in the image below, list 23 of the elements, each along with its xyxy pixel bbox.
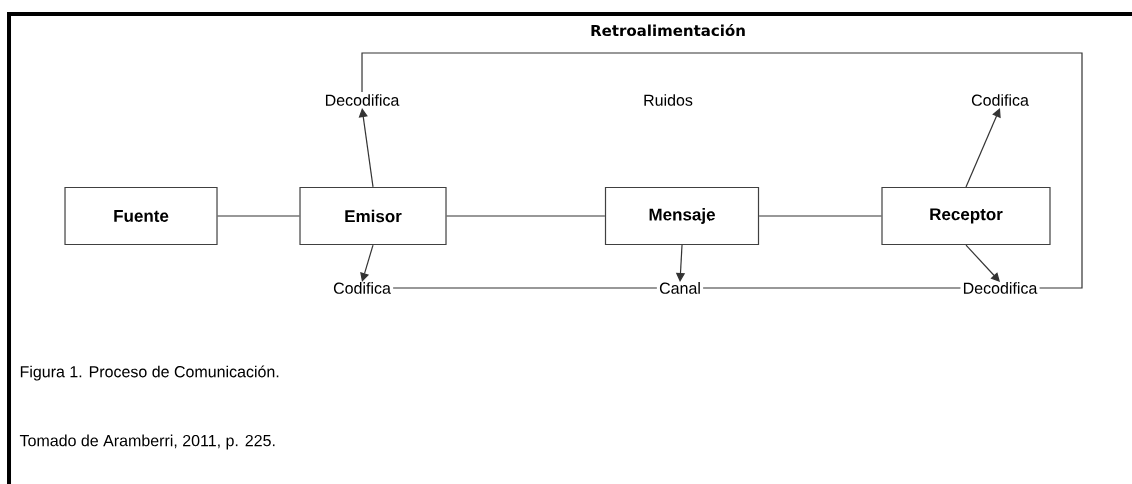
arrow xyxy=(360,244,374,282)
stage-label: Decodifica xyxy=(963,282,1038,294)
process-box: Fuente xyxy=(64,186,218,246)
stage-label: Codifica xyxy=(971,94,1029,106)
edge-label: Retroalimentación xyxy=(588,21,748,39)
process-box: Mensaje xyxy=(604,186,760,246)
stage-label: Canal xyxy=(659,282,700,294)
noise-label: Ruidos xyxy=(644,94,693,106)
feedback-line xyxy=(361,52,1083,289)
connector-line xyxy=(392,287,658,289)
process-box: Receptor xyxy=(881,186,1051,246)
caption: Figura 1. Proceso de Comunicación. xyxy=(20,365,279,381)
arrow xyxy=(965,244,1000,282)
arrow xyxy=(965,108,1001,188)
connector-line xyxy=(702,287,962,289)
arrow xyxy=(358,108,374,188)
connector-line xyxy=(446,215,606,217)
stage-label: Decodifica xyxy=(326,94,400,106)
stage-label: Codifica xyxy=(333,282,391,294)
connector-line xyxy=(217,215,300,217)
source-note: Tomado de Aramberri, 2011, p. 225. xyxy=(19,434,275,450)
connector-line xyxy=(758,215,882,217)
process-box: Emisor xyxy=(299,186,447,246)
